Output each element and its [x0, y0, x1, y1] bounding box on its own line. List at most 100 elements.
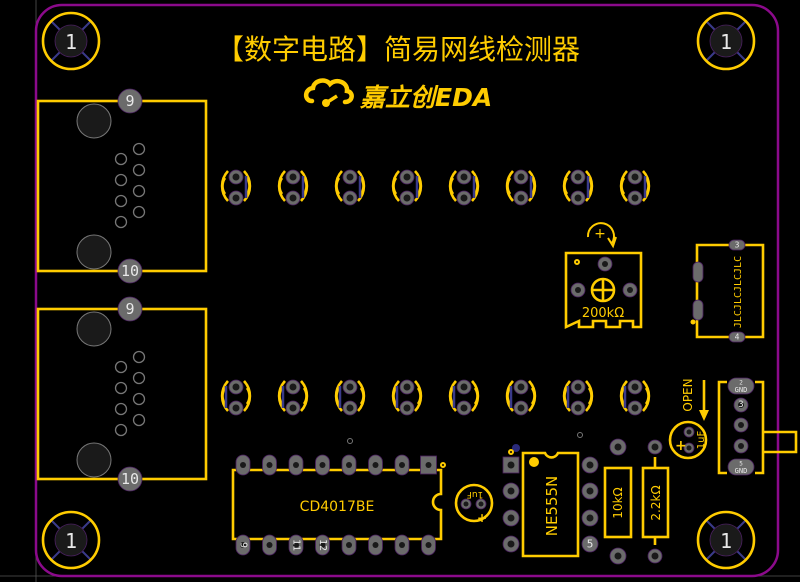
svg-text:11: 11	[291, 539, 302, 551]
ic-pin[interactable]	[581, 509, 599, 527]
rotate-arrow-icon	[586, 222, 615, 244]
cap-value: 1uF	[696, 431, 707, 450]
ic-ne555[interactable]: 5 NE555N	[502, 444, 599, 558]
ic-pin[interactable]	[341, 454, 357, 476]
ic-pin[interactable]	[502, 535, 520, 553]
ic-pin[interactable]	[315, 454, 330, 476]
ic-pin[interactable]	[341, 534, 357, 556]
capacitor-left[interactable]: 1uF +	[454, 483, 494, 525]
led[interactable]	[505, 379, 537, 416]
batt-pad-3[interactable]	[728, 239, 746, 251]
board-title: 【数字电路】简易网线检测器	[216, 33, 580, 66]
ic-part-label: CD4017BE	[300, 499, 375, 515]
switch-pin[interactable]	[733, 417, 749, 433]
logo-text: 嘉立创EDA	[359, 83, 492, 112]
rj45-bottom[interactable]: 9 10	[36, 296, 208, 492]
ic-pin[interactable]	[368, 454, 383, 476]
led[interactable]	[220, 169, 252, 206]
led[interactable]	[391, 379, 423, 416]
via	[347, 438, 353, 444]
rj45-pin-label: 10	[121, 262, 139, 280]
ic-part-label: NE555N	[543, 476, 561, 537]
svg-text:2: 2	[739, 380, 743, 387]
led[interactable]	[448, 379, 480, 416]
svg-text:3: 3	[738, 400, 743, 410]
jlc-logo: 嘉立创EDA	[303, 78, 492, 112]
rj45-top[interactable]: 910	[36, 88, 208, 284]
via	[577, 432, 583, 438]
rj45-pin-label: 10	[121, 470, 139, 488]
ic-pin[interactable]	[581, 456, 599, 474]
pot-outline	[564, 251, 643, 330]
led[interactable]	[619, 379, 651, 416]
ic-pin[interactable]	[421, 534, 436, 556]
led[interactable]	[448, 169, 480, 206]
svg-text:3: 3	[735, 241, 740, 250]
mounting-hole-label: 1	[720, 30, 732, 54]
svg-text:4: 4	[735, 333, 740, 342]
led[interactable]	[619, 169, 651, 206]
svg-text:9: 9	[238, 542, 249, 548]
resistor-value: 10kΩ	[611, 487, 625, 518]
led[interactable]	[334, 379, 366, 416]
ic-pin[interactable]	[368, 534, 383, 556]
ic-pin[interactable]	[235, 454, 251, 476]
led[interactable]	[334, 169, 366, 206]
led[interactable]	[562, 169, 594, 206]
svg-text:5: 5	[587, 538, 594, 551]
led[interactable]	[562, 379, 594, 416]
ic-pin[interactable]	[262, 454, 277, 476]
mounting-hole[interactable]: 1	[696, 510, 756, 570]
cap-value: 1uF	[467, 489, 484, 499]
led[interactable]	[277, 169, 309, 206]
battery-connector[interactable]: 3 4 JLCJLCJLCJLC	[690, 239, 765, 343]
ic-pin[interactable]: 12	[315, 534, 330, 556]
ic-pin[interactable]: 9	[235, 534, 251, 556]
led[interactable]	[505, 169, 537, 206]
resistor-10k[interactable]: 10kΩ	[603, 438, 633, 565]
switch-pin[interactable]	[733, 438, 749, 454]
ic-pin[interactable]	[581, 482, 599, 500]
rj45-pin-label: 9	[125, 300, 134, 318]
svg-text:5: 5	[739, 461, 743, 468]
ic-pin[interactable]: 11	[288, 534, 304, 556]
board-outline	[34, 3, 780, 578]
ic-pin[interactable]	[394, 454, 410, 476]
batt-silk-text: JLCJLCJLCJLC	[733, 256, 744, 328]
ic-pin[interactable]	[502, 456, 520, 474]
mounting-hole-label: 1	[65, 30, 77, 54]
mounting-hole-label: 1	[65, 529, 77, 553]
mounting-hole[interactable]: 1	[696, 11, 756, 71]
ic-pin[interactable]	[502, 509, 520, 527]
ic-pin[interactable]: 5	[581, 535, 599, 553]
potentiometer[interactable]: + 200kΩ	[564, 222, 643, 330]
led[interactable]	[391, 169, 423, 206]
svg-text:GND: GND	[735, 386, 748, 394]
resistor-value: 2.2kΩ	[649, 485, 663, 520]
ic-pin[interactable]	[262, 534, 277, 556]
via	[512, 444, 520, 452]
ic-pin[interactable]	[420, 455, 437, 475]
ic-cd4017[interactable]: 9 11 12 CD4017BE	[231, 454, 446, 556]
switch-pin[interactable]: 3	[733, 397, 749, 413]
mounting-hole-label: 1	[720, 529, 732, 553]
ic-pin[interactable]	[502, 482, 520, 500]
batt-pad-4[interactable]	[728, 331, 746, 343]
svg-text:GND: GND	[735, 467, 748, 475]
capacitor-right[interactable]: + 1uF	[668, 420, 708, 460]
pot-value: 200kΩ	[582, 306, 624, 321]
led[interactable]	[220, 379, 252, 416]
resistor-2k2[interactable]: 2.2kΩ	[641, 439, 670, 564]
open-label: OPEN	[681, 378, 695, 411]
switch-lever	[763, 430, 798, 454]
mounting-hole[interactable]: 1	[41, 510, 101, 570]
svg-text:12: 12	[317, 539, 328, 551]
ic-pin[interactable]	[394, 534, 410, 556]
mounting-hole[interactable]: 1	[41, 11, 101, 71]
led[interactable]	[277, 379, 309, 416]
ic-pin[interactable]	[288, 454, 304, 476]
